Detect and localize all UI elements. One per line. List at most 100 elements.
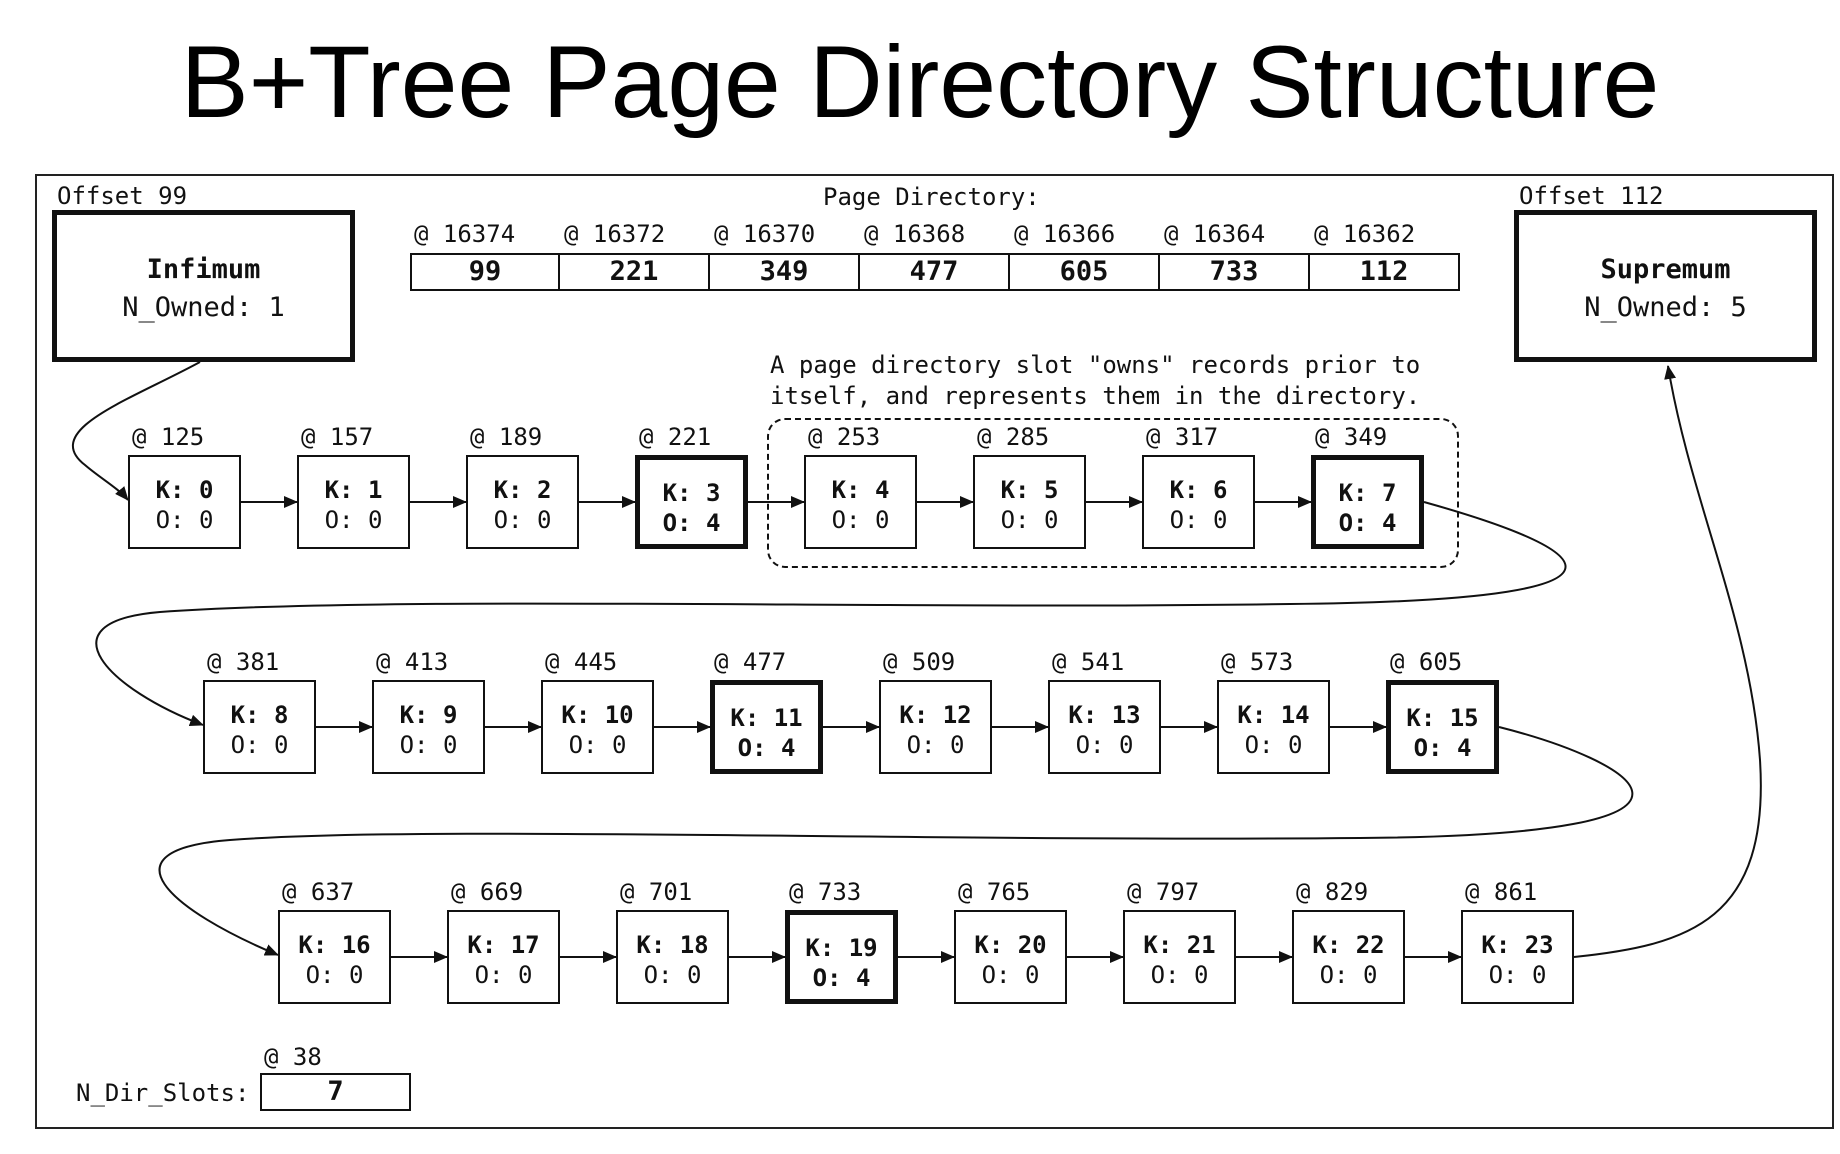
record-addr: @ 701 [620, 878, 693, 906]
record-addr: @ 637 [282, 878, 355, 906]
directory-slot: 112 [1310, 253, 1460, 291]
infimum-owned: N_Owned: 1 [122, 292, 285, 323]
record-addr: @ 125 [132, 423, 205, 451]
directory-slot: 733 [1160, 253, 1310, 291]
supremum-link-arrow [1573, 365, 1762, 958]
directory-slot-addr: @ 16370 [714, 220, 816, 248]
record-addr: @ 797 [1127, 878, 1200, 906]
directory-slot: 99 [410, 253, 560, 291]
record-addr: @ 413 [376, 648, 449, 676]
record-key: K: 8 [230, 701, 289, 729]
record-owned: O: 4 [1338, 509, 1397, 537]
record-key: K: 18 [636, 931, 709, 959]
record-addr: @ 157 [301, 423, 374, 451]
directory-slot-addr: @ 16364 [1164, 220, 1266, 248]
record-addr: @ 445 [545, 648, 618, 676]
record-key: K: 6 [1169, 476, 1228, 504]
record-key: K: 19 [805, 934, 878, 962]
record-addr: @ 669 [451, 878, 524, 906]
directory-slot-addr: @ 16362 [1314, 220, 1416, 248]
record-key: K: 5 [1000, 476, 1059, 504]
record-key: K: 22 [1312, 931, 1385, 959]
directory-slot: 605 [1010, 253, 1160, 291]
record-key: K: 17 [467, 931, 540, 959]
directory-slot-addr: @ 16366 [1014, 220, 1116, 248]
record-addr: @ 509 [883, 648, 956, 676]
record-owned: O: 0 [1244, 731, 1303, 759]
record-owned: O: 0 [493, 506, 552, 534]
record-addr: @ 477 [714, 648, 787, 676]
row-wrap-arrow [95, 501, 1567, 727]
record-owned: O: 0 [324, 506, 383, 534]
supremum-owned: N_Owned: 5 [1584, 292, 1747, 323]
directory-slot: 349 [710, 253, 860, 291]
record-key: K: 13 [1068, 701, 1141, 729]
record-key: K: 4 [831, 476, 890, 504]
record-addr: @ 317 [1146, 423, 1219, 451]
supremum-offset-label: Offset 112 [1519, 182, 1664, 210]
record-key: K: 1 [324, 476, 383, 504]
directory-slot-addr: @ 16372 [564, 220, 666, 248]
record-addr: @ 381 [207, 648, 280, 676]
record-owned: O: 4 [1413, 734, 1472, 762]
record-owned: O: 4 [812, 964, 871, 992]
record-addr: @ 253 [808, 423, 881, 451]
record-owned: O: 0 [643, 961, 702, 989]
record-owned: O: 4 [662, 509, 721, 537]
record-owned: O: 0 [1075, 731, 1134, 759]
record-key: K: 12 [899, 701, 972, 729]
record-key: K: 11 [730, 704, 803, 732]
n-dir-slots-addr: @ 38 [264, 1043, 322, 1071]
record-key: K: 16 [298, 931, 371, 959]
record-owned: O: 0 [1169, 506, 1228, 534]
directory-slot-addr: @ 16374 [414, 220, 516, 248]
record-key: K: 10 [561, 701, 634, 729]
record-owned: O: 0 [474, 961, 533, 989]
n-dir-slots-value: 7 [260, 1073, 411, 1111]
record-key: K: 0 [155, 476, 214, 504]
record-owned: O: 0 [831, 506, 890, 534]
record-key: K: 2 [493, 476, 552, 504]
record-addr: @ 573 [1221, 648, 1294, 676]
record-owned: O: 0 [305, 961, 364, 989]
record-owned: O: 4 [737, 734, 796, 762]
record-key: K: 23 [1481, 931, 1554, 959]
record-owned: O: 0 [1000, 506, 1059, 534]
directory-slot: 477 [860, 253, 1010, 291]
record-owned: O: 0 [399, 731, 458, 759]
record-key: K: 9 [399, 701, 458, 729]
row-wrap-arrow [158, 726, 1634, 956]
record-key: K: 15 [1406, 704, 1479, 732]
record-addr: @ 349 [1315, 423, 1388, 451]
record-owned: O: 0 [1319, 961, 1378, 989]
record-owned: O: 0 [155, 506, 214, 534]
infimum-link-arrow [71, 361, 201, 501]
record-addr: @ 221 [639, 423, 712, 451]
record-key: K: 14 [1237, 701, 1310, 729]
record-key: K: 3 [662, 479, 721, 507]
directory-slot-addr: @ 16368 [864, 220, 966, 248]
record-addr: @ 765 [958, 878, 1031, 906]
record-addr: @ 285 [977, 423, 1050, 451]
record-owned: O: 0 [906, 731, 965, 759]
infimum-offset-label: Offset 99 [57, 182, 188, 210]
record-owned: O: 0 [1150, 961, 1209, 989]
